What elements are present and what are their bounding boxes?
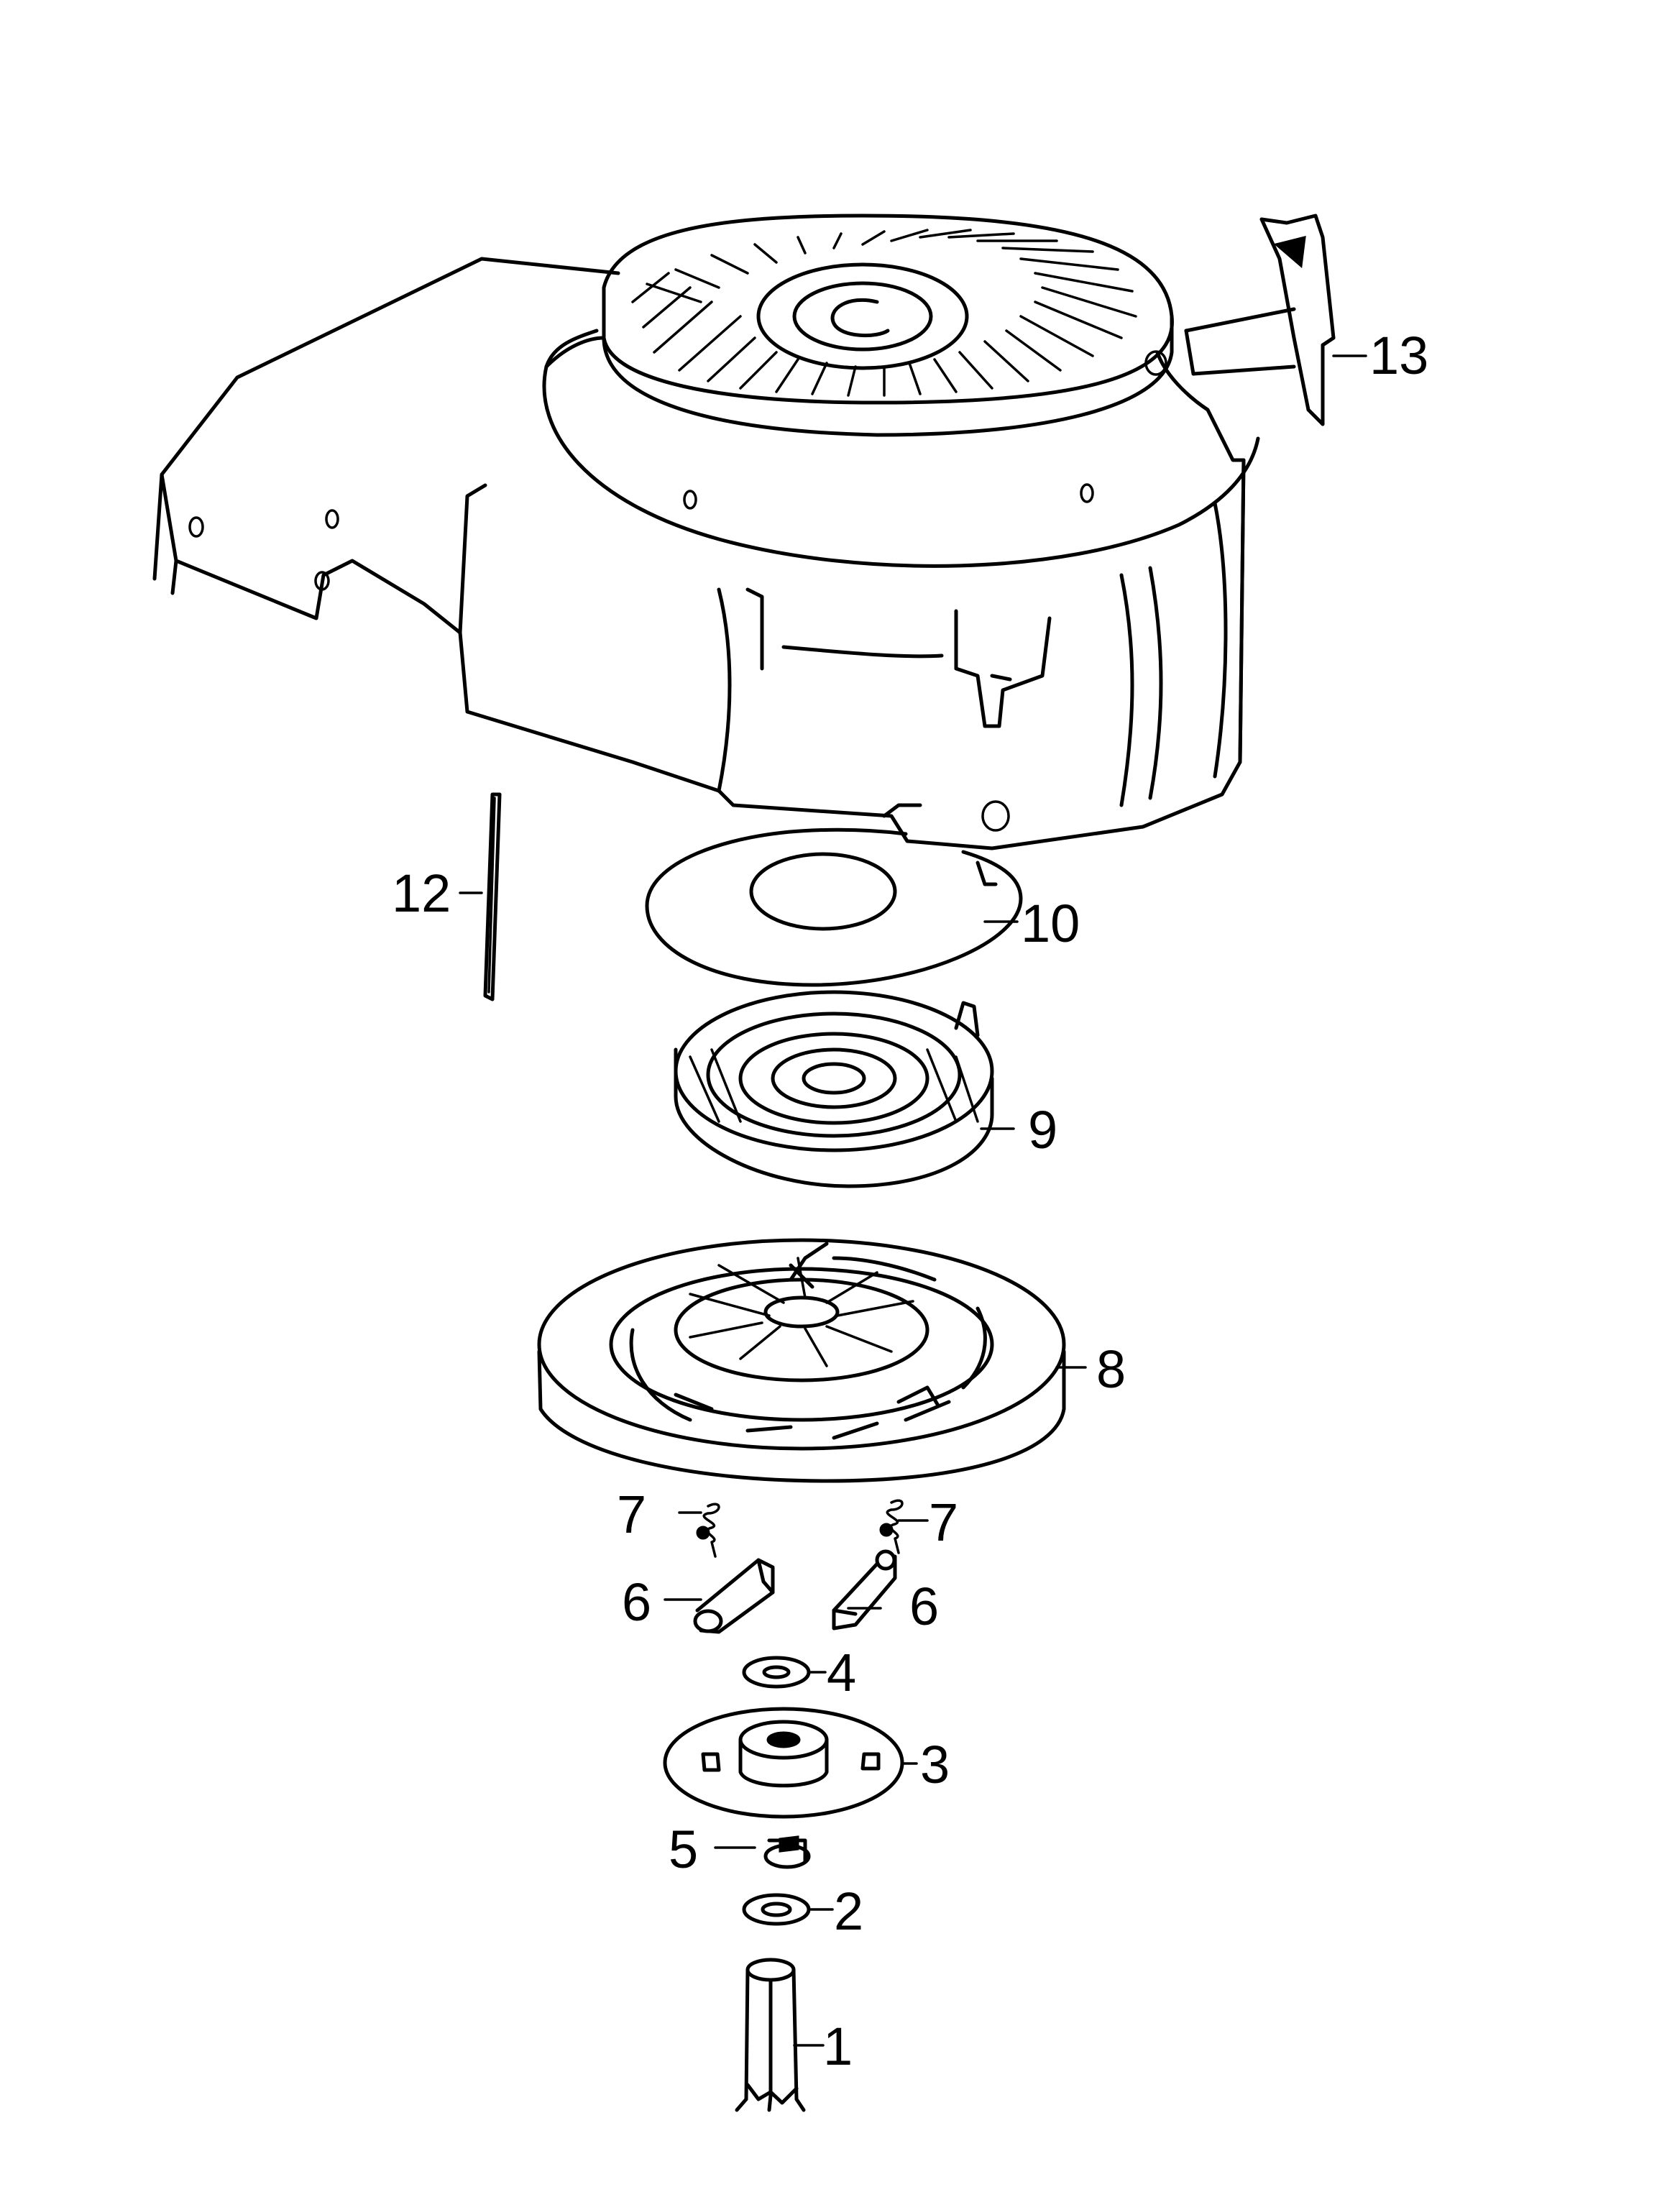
callout-5: 5 — [669, 1820, 698, 1879]
callout-1: 1 — [823, 2017, 853, 2076]
callout-6-left: 6 — [622, 1572, 651, 1632]
callout-12: 12 — [392, 863, 451, 923]
washer-lower — [742, 1893, 811, 1926]
starter-reel-pulley — [537, 1238, 1066, 1483]
friction-spring — [763, 1835, 811, 1869]
callout-2: 2 — [834, 1881, 863, 1941]
callout-9: 9 — [1028, 1100, 1057, 1160]
spring-cover-plate — [645, 827, 1023, 987]
center-shaft — [735, 1958, 806, 2112]
starter-rope — [483, 792, 502, 1001]
ratchet-guide — [663, 1707, 904, 1819]
callout-7-right: 7 — [929, 1492, 958, 1552]
washer-upper — [742, 1656, 811, 1689]
ratchet-pawl-left — [693, 1558, 775, 1634]
callout-7-left: 7 — [617, 1485, 646, 1544]
callout-4: 4 — [827, 1643, 856, 1702]
callout-8: 8 — [1096, 1339, 1126, 1399]
ratchet-pawl-right — [832, 1549, 897, 1630]
ratchet-spring-left — [696, 1503, 720, 1558]
ratchet-spring-right — [879, 1499, 904, 1554]
starter-handle — [1184, 214, 1336, 426]
callout-3: 3 — [920, 1735, 950, 1794]
callout-6-right: 6 — [909, 1577, 939, 1636]
leader-lines — [459, 354, 1367, 2047]
callout-10: 10 — [1021, 894, 1080, 953]
recoil-spring — [674, 990, 994, 1188]
callout-labels: 13 12 10 9 8 7 7 6 6 4 3 5 2 1 — [392, 326, 1428, 2076]
callout-13: 13 — [1369, 326, 1428, 385]
starter-top-dome — [544, 214, 1224, 441]
starter-housing-shroud — [152, 257, 1260, 850]
